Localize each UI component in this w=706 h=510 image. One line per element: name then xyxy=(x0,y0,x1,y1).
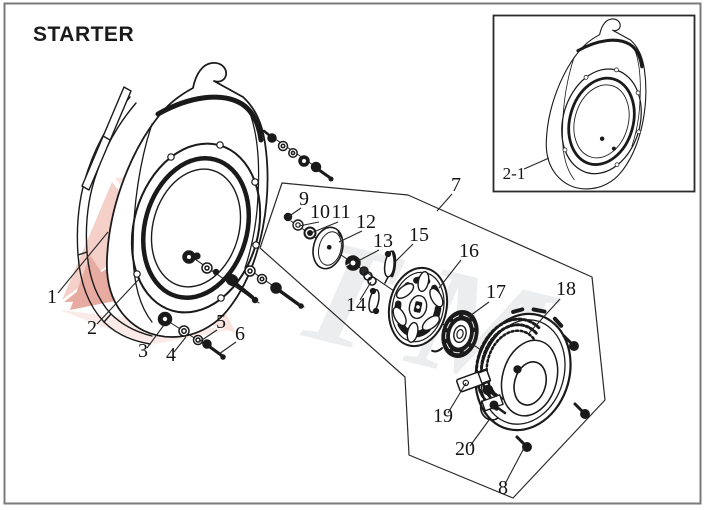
bolt-chain-a xyxy=(182,250,260,304)
part-label-14: 14 xyxy=(346,294,366,316)
part-label-18: 18 xyxy=(556,278,576,300)
spiral-spring-17 xyxy=(431,310,479,358)
part-label-1: 1 xyxy=(47,286,57,308)
part-label-17: 17 xyxy=(486,281,506,303)
seal-strip-drawing xyxy=(81,86,132,191)
group-7-boundary xyxy=(259,182,606,499)
part-label-4: 4 xyxy=(166,344,176,366)
part-label-3: 3 xyxy=(138,340,148,362)
spring-14 xyxy=(359,266,380,315)
part-label-6: 6 xyxy=(235,323,245,345)
inset-box: 2-1 xyxy=(492,14,696,193)
leader-lines xyxy=(57,193,561,485)
bolt-chain-top xyxy=(262,129,334,182)
part-label-15: 15 xyxy=(409,224,429,246)
drive-nut-13 xyxy=(345,255,361,271)
part-label-10: 10 xyxy=(310,201,330,223)
part-label-2-1: 2-1 xyxy=(503,164,526,183)
ratchet-pawl-15 xyxy=(383,250,397,284)
page-title: STARTER xyxy=(33,23,134,46)
starter-plate-12 xyxy=(312,226,344,270)
bracket-19 xyxy=(456,368,502,401)
part-label-11: 11 xyxy=(331,201,350,223)
page-border xyxy=(3,2,702,505)
screws-8 xyxy=(515,334,590,452)
washers-9-10-11 xyxy=(283,212,317,240)
part-label-8: 8 xyxy=(498,477,508,499)
part-label-19: 19 xyxy=(433,405,453,427)
part-labels: 1 2 3 4 5 6 7 8 9 10 11 12 13 14 15 16 1… xyxy=(47,174,576,499)
part-label-5: 5 xyxy=(216,311,226,333)
bracket-20 xyxy=(479,394,507,421)
part-label-9: 9 xyxy=(299,188,309,210)
part-label-20: 20 xyxy=(455,438,475,460)
pulley-16 xyxy=(387,266,449,348)
part-label-13: 13 xyxy=(373,230,393,252)
bolt-chain-b xyxy=(244,265,305,309)
part-label-2: 2 xyxy=(87,317,97,339)
part-label-7: 7 xyxy=(451,174,461,196)
part-label-16: 16 xyxy=(459,240,479,262)
bolt-chain-3456 xyxy=(157,311,226,360)
part-label-12: 12 xyxy=(356,211,376,233)
